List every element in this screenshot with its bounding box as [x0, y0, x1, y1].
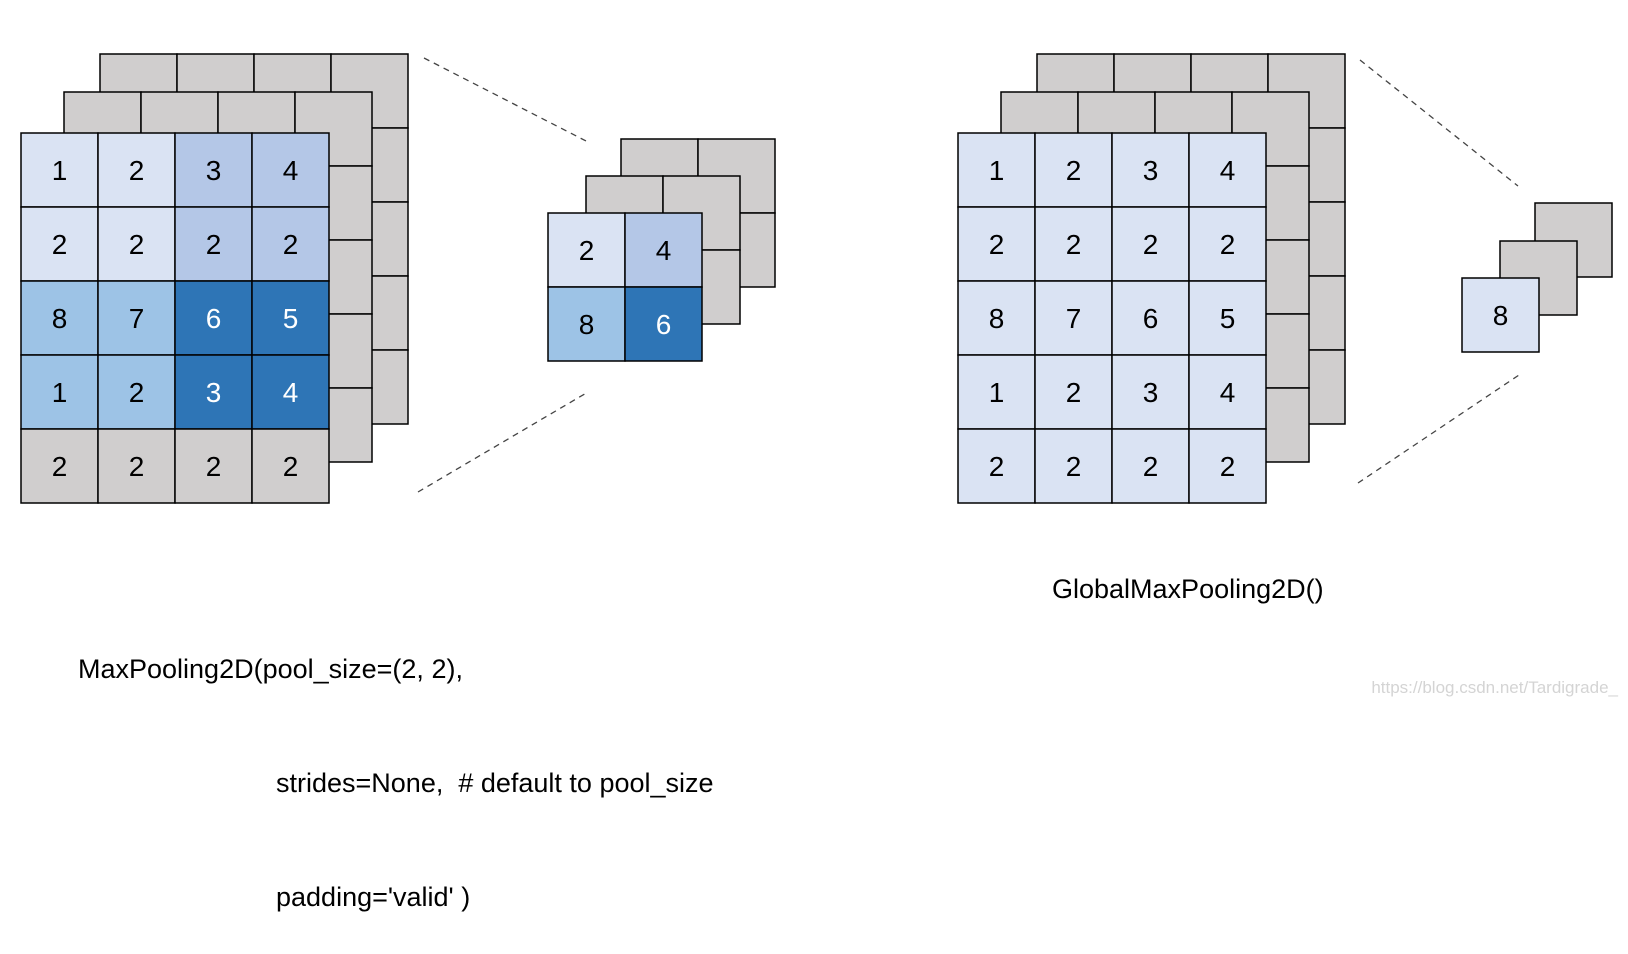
- right-front-value-r1-c0: 2: [989, 229, 1005, 260]
- left-front-value-r2-c0: 8: [52, 303, 68, 334]
- right-front-cell-r2-c0: [957, 280, 1036, 356]
- left-front-cell-r0-c2: [174, 132, 253, 208]
- right-output-stack: 8: [1461, 202, 1613, 353]
- left-front-cell-r4-c2: [174, 428, 253, 504]
- right-front-value-r0-c2: 3: [1143, 155, 1159, 186]
- left-front-value-r0-c0: 1: [52, 155, 68, 186]
- left-out-front-cell-r1-c1: [624, 286, 703, 362]
- right-front-value-r2-c1: 7: [1066, 303, 1082, 334]
- right-front-value-r4-c0: 2: [989, 451, 1005, 482]
- left-front-cell-r2-c1: [97, 280, 176, 356]
- right-front-value-r4-c3: 2: [1220, 451, 1236, 482]
- right-front-cell-r3-c0: [957, 354, 1036, 430]
- maxpooling-caption-line-2: strides=None, # default to pool_size: [276, 768, 714, 798]
- left-front-cell-r0-c1: [97, 132, 176, 208]
- right-front-cell-r1-c0: [957, 206, 1036, 282]
- left-out-front-value-r0-c0: 2: [579, 235, 595, 266]
- left-front-value-r4-c2: 2: [206, 451, 222, 482]
- global-maxpooling-caption: GlobalMaxPooling2D(): [1052, 574, 1324, 604]
- maxpooling-caption-line-3: padding='valid' ): [276, 882, 471, 912]
- left-front-cell-r4-c1: [97, 428, 176, 504]
- left-front-value-r3-c0: 1: [52, 377, 68, 408]
- right-out-front-cell-r0-c0: [1461, 277, 1540, 353]
- left-connector-bottom: [417, 391, 589, 493]
- left-front-value-r3-c2: 3: [206, 377, 222, 408]
- left-front-cell-r1-c1: [97, 206, 176, 282]
- left-front-cell-r3-c3: [251, 354, 330, 430]
- right-front-value-r3-c0: 1: [989, 377, 1005, 408]
- left-front-value-r0-c1: 2: [129, 155, 145, 186]
- left-front-value-r0-c3: 4: [283, 155, 299, 186]
- right-front-value-r0-c3: 4: [1220, 155, 1236, 186]
- right-front-cell-r4-c2: [1111, 428, 1190, 504]
- right-front-cell-r0-c1: [1034, 132, 1113, 208]
- right-front-cell-r0-c3: [1188, 132, 1267, 208]
- right-front-value-r2-c0: 8: [989, 303, 1005, 334]
- right-front-cell-r1-c2: [1111, 206, 1190, 282]
- pooling-diagram: 1 2 3 4 2 2 2 2 8 7 6 5 1 2 3 4 2 2 2 2 2 4 8 6 1 2 3 4 2 2 2 2 8 7 6 5 1 2…: [20, 53, 1613, 504]
- right-front-value-r3-c1: 2: [1066, 377, 1082, 408]
- left-front-value-r3-c3: 4: [283, 377, 299, 408]
- left-front-value-r2-c1: 7: [129, 303, 145, 334]
- right-front-cell-r2-c1: [1034, 280, 1113, 356]
- left-front-value-r1-c0: 2: [52, 229, 68, 260]
- left-front-value-r1-c2: 2: [206, 229, 222, 260]
- left-front-value-r0-c2: 3: [206, 155, 222, 186]
- right-front-value-r4-c2: 2: [1143, 451, 1159, 482]
- left-front-value-r3-c1: 2: [129, 377, 145, 408]
- right-front-value-r1-c1: 2: [1066, 229, 1082, 260]
- right-front-value-r1-c2: 2: [1143, 229, 1159, 260]
- left-connector-top: [423, 57, 589, 143]
- right-front-value-r1-c3: 2: [1220, 229, 1236, 260]
- left-output-front-layer: 2 4 8 6: [547, 212, 703, 362]
- left-front-cell-r2-c3: [251, 280, 330, 356]
- right-connector-top: [1359, 59, 1519, 187]
- right-front-value-r3-c3: 4: [1220, 377, 1236, 408]
- right-front-value-r4-c1: 2: [1066, 451, 1082, 482]
- left-out-front-cell-r0-c1: [624, 212, 703, 288]
- left-front-cell-r2-c0: [20, 280, 99, 356]
- left-front-value-r2-c3: 5: [283, 303, 299, 334]
- right-front-value-r0-c1: 2: [1066, 155, 1082, 186]
- maxpooling-caption: MaxPooling2D(pool_size=(2, 2), strides=N…: [78, 574, 714, 954]
- left-front-value-r4-c3: 2: [283, 451, 299, 482]
- left-front-cell-r3-c0: [20, 354, 99, 430]
- right-out-front-value-r0-c0: 8: [1493, 300, 1509, 331]
- right-front-cell-r4-c3: [1188, 428, 1267, 504]
- left-front-value-r2-c2: 6: [206, 303, 222, 334]
- left-front-cell-r1-c3: [251, 206, 330, 282]
- left-front-cell-r1-c0: [20, 206, 99, 282]
- left-front-cell-r4-c3: [251, 428, 330, 504]
- left-front-cell-r3-c1: [97, 354, 176, 430]
- left-front-value-r4-c0: 2: [52, 451, 68, 482]
- right-input-front-layer: 1 2 3 4 2 2 2 2 8 7 6 5 1 2 3 4 2 2 2 2: [957, 132, 1267, 504]
- right-front-value-r2-c2: 6: [1143, 303, 1159, 334]
- left-front-value-r1-c1: 2: [129, 229, 145, 260]
- right-front-cell-r3-c3: [1188, 354, 1267, 430]
- left-input-front-layer: 1 2 3 4 2 2 2 2 8 7 6 5 1 2 3 4 2 2 2 2: [20, 132, 330, 504]
- left-out-front-value-r0-c1: 4: [656, 235, 672, 266]
- watermark: https://blog.csdn.net/Tardigrade_: [1371, 678, 1618, 697]
- left-front-value-r4-c1: 2: [129, 451, 145, 482]
- right-front-cell-r0-c2: [1111, 132, 1190, 208]
- right-front-cell-r0-c0: [957, 132, 1036, 208]
- left-out-front-cell-r1-c0: [547, 286, 626, 362]
- right-front-cell-r2-c2: [1111, 280, 1190, 356]
- right-connector-bottom: [1357, 372, 1523, 484]
- right-front-cell-r1-c1: [1034, 206, 1113, 282]
- right-front-value-r3-c2: 3: [1143, 377, 1159, 408]
- right-front-value-r2-c3: 5: [1220, 303, 1236, 334]
- right-front-value-r0-c0: 1: [989, 155, 1005, 186]
- right-front-cell-r4-c0: [957, 428, 1036, 504]
- left-out-front-value-r1-c0: 8: [579, 309, 595, 340]
- maxpooling-caption-line-1: MaxPooling2D(pool_size=(2, 2),: [78, 654, 463, 684]
- right-front-cell-r4-c1: [1034, 428, 1113, 504]
- left-front-cell-r2-c2: [174, 280, 253, 356]
- left-front-value-r1-c3: 2: [283, 229, 299, 260]
- right-front-cell-r1-c3: [1188, 206, 1267, 282]
- right-front-cell-r2-c3: [1188, 280, 1267, 356]
- left-out-front-value-r1-c1: 6: [656, 309, 672, 340]
